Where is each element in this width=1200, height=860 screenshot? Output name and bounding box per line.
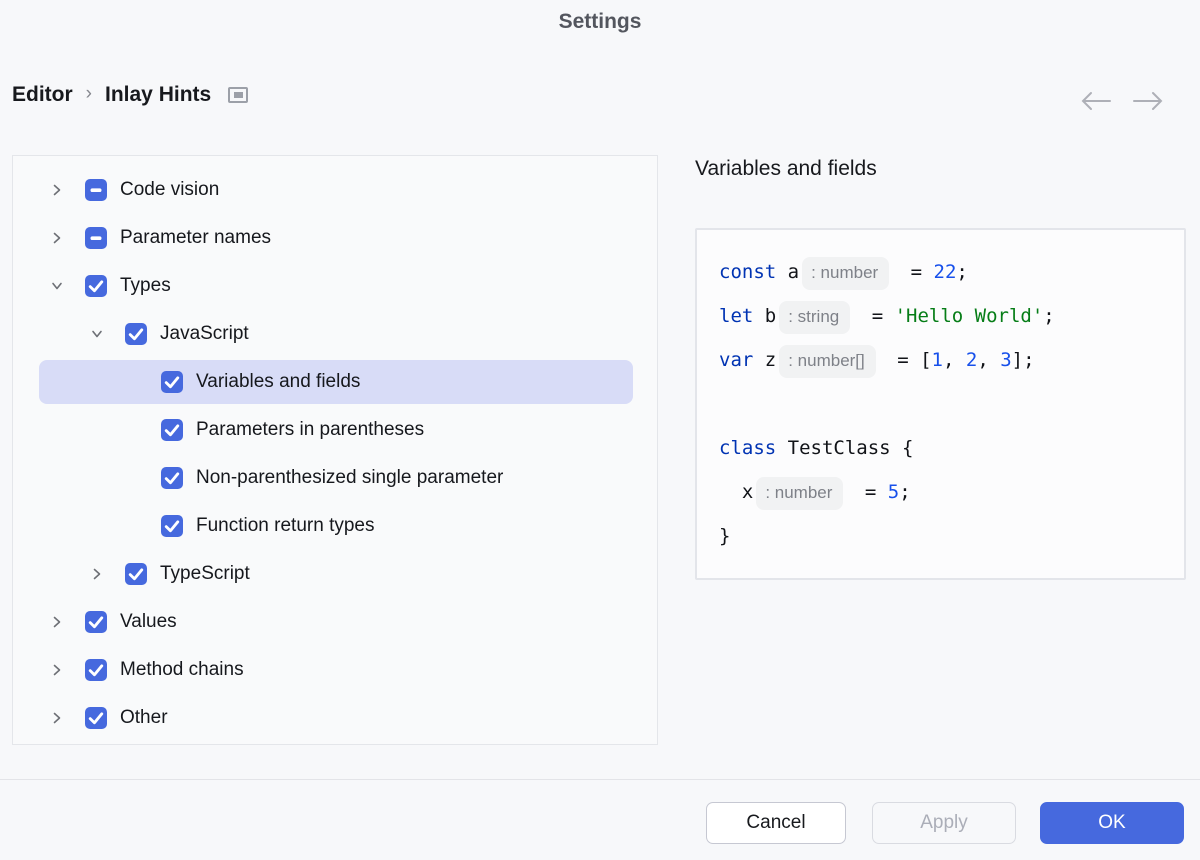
code-line — [719, 382, 1184, 426]
checkbox-checked[interactable] — [125, 323, 147, 345]
checkbox-checked[interactable] — [85, 611, 107, 633]
code-line: class TestClass { — [719, 426, 1184, 470]
code-line: x: number = 5; — [719, 470, 1184, 514]
tree-item-label: Types — [120, 275, 171, 296]
cancel-button[interactable]: Cancel — [706, 802, 846, 844]
checkbox-checked[interactable] — [161, 515, 183, 537]
tree-item-label: Parameter names — [120, 227, 272, 248]
inlay-hint: : number[] — [779, 345, 876, 378]
footer-divider — [0, 779, 1200, 780]
checkbox-checked[interactable] — [161, 371, 183, 393]
code-preview: const a: number = 22;let b: string = 'He… — [695, 228, 1186, 580]
breadcrumb-item-editor[interactable]: Editor — [12, 83, 73, 106]
tree-item-label: Method chains — [120, 659, 244, 680]
inlay-hint: : string — [779, 301, 851, 334]
tree-row[interactable]: JavaScript — [13, 310, 657, 358]
code-line: var z: number[] = [1, 2, 3]; — [719, 338, 1184, 382]
tree-item-label: Function return types — [196, 515, 375, 536]
tree-row[interactable]: Function return types — [13, 502, 657, 550]
checkbox-indeterminate[interactable] — [85, 179, 107, 201]
tree-row[interactable]: Variables and fields — [13, 358, 657, 406]
chevron-right-icon[interactable] — [45, 610, 69, 634]
chevron-right-icon[interactable] — [45, 226, 69, 250]
inlay-hint: : number — [802, 257, 890, 290]
checkbox-checked[interactable] — [85, 659, 107, 681]
code-token: = — [899, 261, 934, 283]
code-token: , — [977, 349, 1001, 371]
chevron-right-icon[interactable] — [45, 658, 69, 682]
code-line: const a: number = 22; — [719, 250, 1184, 294]
code-token: ; — [899, 481, 911, 503]
code-line: } — [719, 514, 1184, 558]
tree-row[interactable]: Non-parenthesized single parameter — [13, 454, 657, 502]
tree-item-label: Code vision — [120, 179, 220, 200]
code-token: ; — [956, 261, 968, 283]
code-token: = — [853, 481, 888, 503]
settings-page-icon — [228, 87, 249, 103]
code-token: 22 — [933, 261, 957, 283]
code-token: = [ — [885, 349, 932, 371]
inlay-hint: : number — [756, 477, 844, 510]
tree-row[interactable]: TypeScript — [13, 550, 657, 598]
tree-item-label: Variables and fields — [196, 371, 361, 392]
breadcrumb-separator: › — [85, 83, 92, 104]
code-token: 3 — [1000, 349, 1012, 371]
code-token: let — [719, 305, 754, 327]
chevron-right-icon[interactable] — [45, 178, 69, 202]
tree-row[interactable]: Code vision — [13, 166, 657, 214]
code-token: b — [753, 305, 777, 327]
preview-title: Variables and fields — [695, 157, 877, 180]
code-token: var — [719, 349, 754, 371]
checkbox-checked[interactable] — [85, 707, 107, 729]
checkbox-checked[interactable] — [125, 563, 147, 585]
code-token: = — [860, 305, 895, 327]
code-token: 'Hello World' — [894, 305, 1044, 327]
breadcrumb: Editor › Inlay Hints — [12, 83, 249, 107]
code-token: 2 — [965, 349, 978, 371]
tree-item-label: TypeScript — [160, 563, 250, 584]
code-token: 5 — [887, 481, 900, 503]
apply-button[interactable]: Apply — [872, 802, 1016, 844]
tree-row[interactable]: Parameter names — [13, 214, 657, 262]
code-token: const — [719, 261, 777, 283]
code-token: 1 — [931, 349, 943, 371]
forward-arrow-icon[interactable] — [1130, 88, 1166, 114]
checkbox-checked[interactable] — [161, 419, 183, 441]
checkbox-checked[interactable] — [161, 467, 183, 489]
tree-item-label: Other — [120, 707, 168, 728]
code-token: , — [942, 349, 966, 371]
checkbox-indeterminate[interactable] — [85, 227, 107, 249]
code-token: x — [719, 481, 754, 503]
code-token: ]; — [1011, 349, 1035, 371]
code-token: class — [719, 437, 777, 459]
code-token: ; — [1043, 305, 1055, 327]
tree-item-label: Parameters in parentheses — [196, 419, 425, 440]
checkbox-checked[interactable] — [85, 275, 107, 297]
tree-row[interactable]: Method chains — [13, 646, 657, 694]
code-token: TestClass { — [776, 437, 914, 459]
tree-item-label: Non-parenthesized single parameter — [196, 467, 504, 488]
back-arrow-icon[interactable] — [1078, 88, 1114, 114]
code-line: let b: string = 'Hello World'; — [719, 294, 1184, 338]
tree-row[interactable]: Values — [13, 598, 657, 646]
chevron-right-icon[interactable] — [45, 706, 69, 730]
code-token: a — [776, 261, 800, 283]
tree-item-label: Values — [120, 611, 177, 632]
chevron-right-icon[interactable] — [85, 562, 109, 586]
ok-button[interactable]: OK — [1040, 802, 1184, 844]
breadcrumb-item-inlay-hints[interactable]: Inlay Hints — [105, 83, 212, 106]
code-token: z — [753, 349, 777, 371]
tree-row[interactable]: Parameters in parentheses — [13, 406, 657, 454]
tree-row[interactable]: Types — [13, 262, 657, 310]
code-token: } — [719, 525, 731, 547]
tree-row[interactable]: Other — [13, 694, 657, 742]
tree-item-label: JavaScript — [160, 323, 249, 344]
chevron-down-icon[interactable] — [45, 274, 69, 298]
window-title: Settings — [558, 10, 642, 33]
chevron-down-icon[interactable] — [85, 322, 109, 346]
